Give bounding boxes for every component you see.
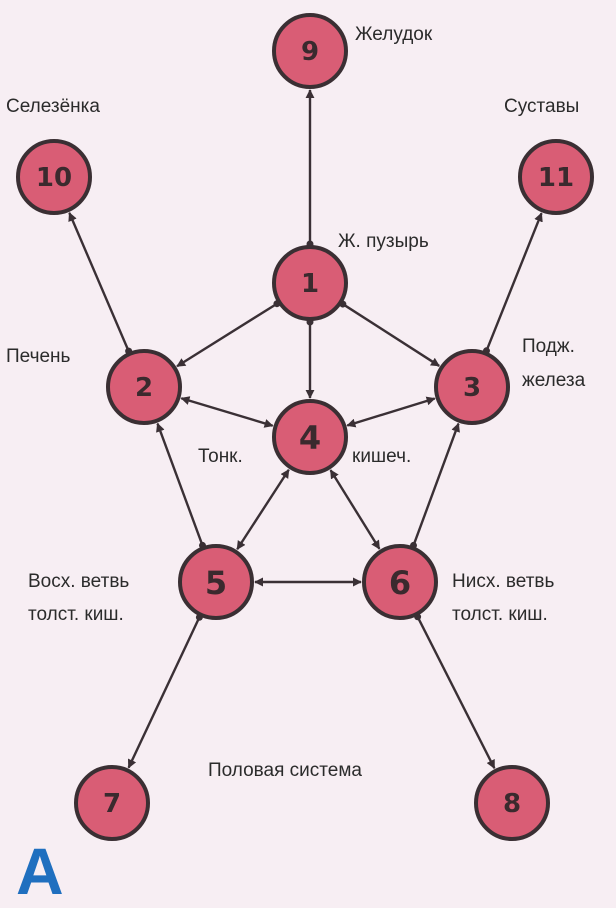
node-number-11: 11 [538, 163, 574, 193]
corner-letter: А [16, 834, 64, 908]
node-3: 3 [434, 349, 510, 425]
node-number-8: 8 [503, 789, 521, 819]
label-liver: Печень [6, 346, 71, 367]
node-2: 2 [106, 349, 182, 425]
label-joints: Суставы [504, 96, 579, 117]
node-circle-1 [272, 245, 348, 321]
node-5: 5 [178, 544, 254, 620]
edge-5-2 [156, 422, 204, 546]
node-7: 7 [74, 765, 150, 841]
label-spleen: Селезёнка [6, 96, 100, 117]
edge-6-3 [412, 422, 460, 546]
edges-layer [68, 89, 543, 770]
nodes-layer: 1 2 3 4 5 6 7 8 9 10 11 [16, 13, 594, 841]
edge-2-4 [180, 396, 274, 428]
node-circle-3 [434, 349, 510, 425]
edge-3-11 [485, 212, 543, 352]
node-number-7: 7 [103, 789, 121, 819]
node-number-9: 9 [301, 37, 319, 67]
edge-5-7 [127, 616, 201, 769]
node-circle-5 [178, 544, 254, 620]
node-circle-6 [362, 544, 438, 620]
node-circle-2 [106, 349, 182, 425]
node-number-10: 10 [36, 163, 72, 193]
node-6: 6 [362, 544, 438, 620]
labels-layer: Желудок Селезёнка Суставы Ж. пузырь Пече… [6, 24, 586, 781]
node-1: 1 [272, 245, 348, 321]
label-stomach: Желудок [355, 24, 433, 45]
node-circle-10 [16, 139, 92, 215]
label-descending-colon-line2: толст. киш. [452, 604, 548, 625]
edge-4-6 [329, 469, 381, 550]
edge-1-2 [176, 302, 278, 368]
node-circle-11 [518, 139, 594, 215]
node-9: 9 [272, 13, 348, 89]
edge-6-8 [416, 616, 496, 770]
node-4: 4 [272, 399, 348, 475]
edge-4-5 [236, 468, 290, 551]
label-ascending-colon-line2: толст. киш. [28, 604, 124, 625]
label-gallbladder: Ж. пузырь [338, 231, 429, 252]
node-circle-9 [272, 13, 348, 89]
label-ascending-colon-line1: Восх. ветвь [28, 571, 129, 592]
node-number-4: 4 [299, 419, 321, 457]
node-10: 10 [16, 139, 92, 215]
label-descending-colon-line1: Нисх. ветвь [452, 571, 555, 592]
label-reproductive-system: Половая система [208, 760, 362, 781]
edge-1-3 [342, 303, 440, 367]
node-number-5: 5 [205, 564, 227, 602]
node-11: 11 [518, 139, 594, 215]
node-circle-7 [74, 765, 150, 841]
edge-2-10 [68, 212, 130, 352]
label-pancreas-line1: Подж. [522, 336, 575, 357]
node-number-2: 2 [135, 373, 153, 403]
label-small-intestine-left: Тонк. [198, 446, 243, 467]
node-circle-8 [474, 765, 550, 841]
node-circle-4 [272, 399, 348, 475]
label-pancreas-line2: железа [522, 370, 586, 391]
label-small-intestine-right: кишеч. [352, 446, 411, 467]
node-number-1: 1 [301, 269, 319, 299]
node-number-6: 6 [389, 564, 411, 602]
node-8: 8 [474, 765, 550, 841]
node-number-3: 3 [463, 373, 481, 403]
edge-3-4 [346, 396, 436, 428]
